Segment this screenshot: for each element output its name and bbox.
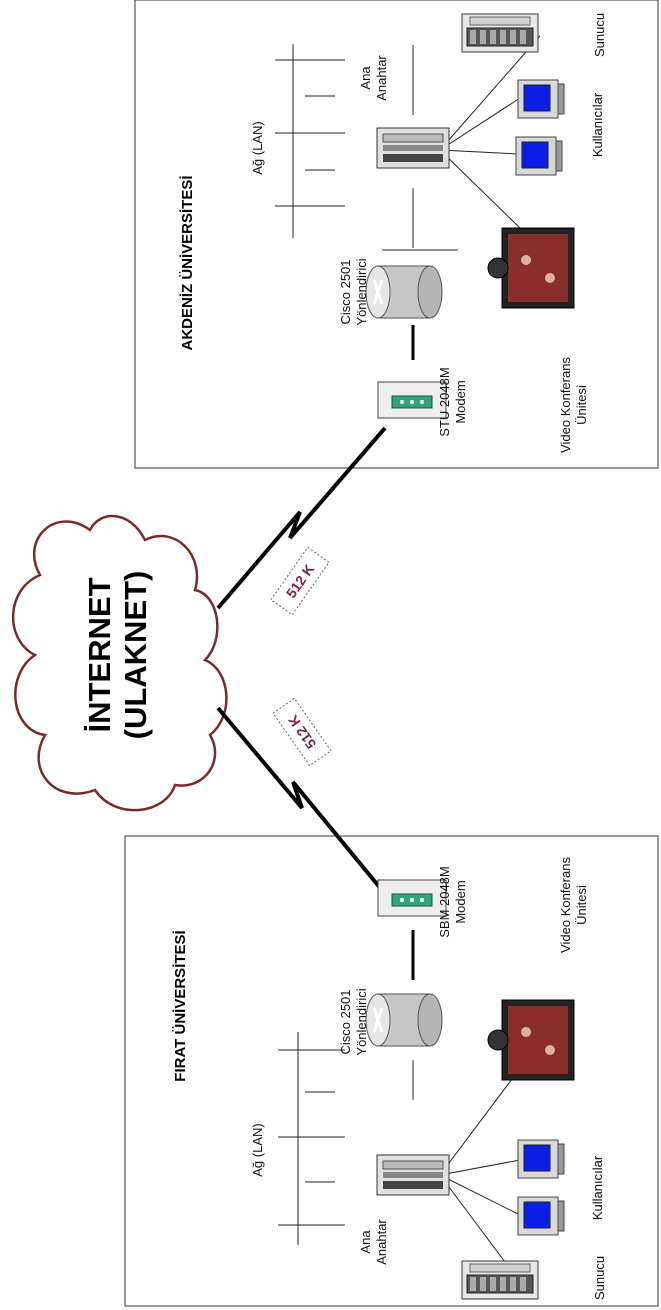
- firat-switch-label-2: Anahtar: [374, 1219, 389, 1265]
- firat-user-icon: [517, 1196, 565, 1236]
- akdeniz-box: [134, 0, 659, 469]
- akdeniz-switch-label-1: Ana: [358, 66, 373, 90]
- firat-server-label: Sunucu: [592, 1256, 607, 1300]
- firat-video-icon: [487, 999, 575, 1081]
- firat-lan-label: Ağ (LAN): [250, 1123, 265, 1176]
- akdeniz-video-label-2: Ünitesi: [574, 385, 589, 425]
- firat-wiring: [411, 930, 521, 1283]
- firat-modem-label-1: SBM 2048M: [437, 866, 452, 938]
- akdeniz-lan-bus: [275, 44, 345, 238]
- firat-video-label-2: Ünitesi: [574, 885, 589, 925]
- firat-switch-icon: [376, 1154, 450, 1196]
- firat-users-label: Kullanıcılar: [590, 1155, 605, 1220]
- firat-title: FIRAT ÜNİVERSİTESİ: [172, 930, 189, 1081]
- akdeniz-lan-label: Ağ (LAN): [250, 121, 265, 174]
- firat-router-icon: [364, 992, 444, 1048]
- top-wan-link: [216, 426, 387, 610]
- firat-server-icon: [461, 1260, 539, 1300]
- akdeniz-video-icon: [487, 227, 575, 309]
- akdeniz-router-icon: [364, 264, 444, 320]
- akdeniz-wiring: [382, 35, 541, 360]
- firat-user-icon: [517, 1139, 565, 1179]
- akdeniz-router-label-2: Yönlendirici: [354, 258, 369, 325]
- akdeniz-switch-label-2: Anahtar: [374, 55, 389, 101]
- akdeniz-router-label-1: Cisco 2501: [338, 259, 353, 324]
- firat-box: [124, 835, 659, 1307]
- akdeniz-user-icon: [517, 79, 565, 119]
- firat-lan-bus: [278, 1032, 345, 1245]
- top-bandwidth-tag: 512 K: [270, 546, 330, 616]
- firat-video-label-1: Video Konferans: [558, 857, 573, 953]
- internet-cloud-icon: [11, 514, 228, 812]
- akdeniz-modem-icon: [377, 381, 447, 419]
- firat-modem-icon: [377, 879, 447, 917]
- internet-label-2: (ULAKNET): [118, 571, 153, 740]
- firat-modem-label-2: Modem: [453, 880, 468, 923]
- akdeniz-switch-icon: [376, 127, 450, 169]
- firat-router-label-1: Cisco 2501: [338, 989, 353, 1054]
- firat-switch-label-1: Ana: [358, 1230, 373, 1254]
- firat-router-label-2: Yönlendirici: [354, 988, 369, 1055]
- bottom-bandwidth-tag: 512 K: [272, 697, 332, 767]
- akdeniz-user-icon: [515, 136, 563, 176]
- akdeniz-server-icon: [461, 13, 539, 53]
- akdeniz-users-label: Kullanıcılar: [590, 92, 605, 157]
- akdeniz-modem-label-1: STU 2048M: [437, 367, 452, 436]
- akdeniz-modem-label-2: Modem: [453, 380, 468, 423]
- akdeniz-title: AKDENİZ ÜNİVERSİTESİ: [179, 175, 196, 350]
- akdeniz-video-label-1: Video Konferans: [558, 357, 573, 453]
- internet-label-1: İNTERNET: [82, 577, 117, 732]
- akdeniz-server-label: Sunucu: [592, 13, 607, 57]
- bottom-wan-link: [216, 706, 388, 897]
